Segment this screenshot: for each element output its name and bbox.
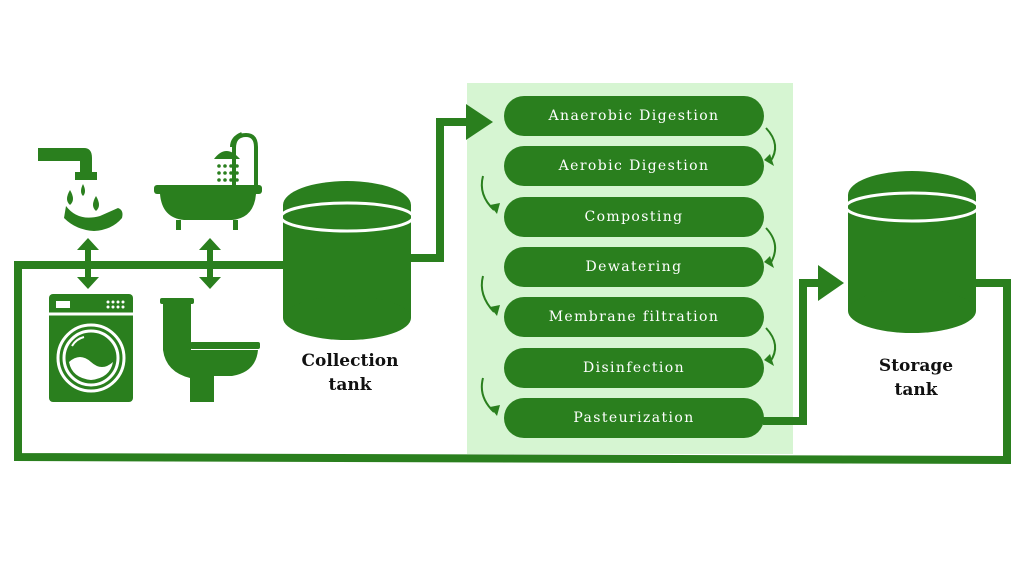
step-7: Pasteurization <box>504 398 764 438</box>
collection-tank <box>279 181 415 340</box>
collection-outlet-pipe <box>410 118 466 262</box>
collection-label-line2: tank <box>328 375 372 395</box>
step-5: Membrane filtration <box>504 297 764 337</box>
step-arrow-6 <box>480 377 495 413</box>
collection-label-line1: Collection <box>301 351 399 371</box>
step-2: Aerobic Digestion <box>504 146 764 186</box>
storage-label-line2: tank <box>894 380 938 400</box>
storage-label-line1: Storage <box>878 356 954 376</box>
step-4: Dewatering <box>504 247 764 287</box>
step-3: Composting <box>504 197 764 237</box>
return-pipe <box>14 261 1011 465</box>
step-arrow-3 <box>765 227 777 265</box>
storage-inlet-pipe <box>763 279 820 425</box>
step-arrow-4 <box>480 275 495 313</box>
toilet-icon <box>160 298 260 402</box>
storage-tank <box>844 171 980 333</box>
double-arrow-left <box>77 238 99 289</box>
step-6: Disinfection <box>504 348 764 388</box>
double-arrow-right <box>199 238 221 289</box>
step-arrow-2 <box>480 175 495 211</box>
storage-inlet-arrowhead <box>818 265 844 301</box>
bathtub-shower-icon <box>154 132 262 230</box>
washing-machine-icon <box>49 294 133 402</box>
panel-inlet-arrowhead <box>466 104 493 140</box>
storage-tank-label: Storage tank <box>856 354 976 402</box>
faucet-icon <box>38 148 123 231</box>
collection-tank-label: Collection tank <box>290 349 410 397</box>
step-1: Anaerobic Digestion <box>504 96 764 136</box>
